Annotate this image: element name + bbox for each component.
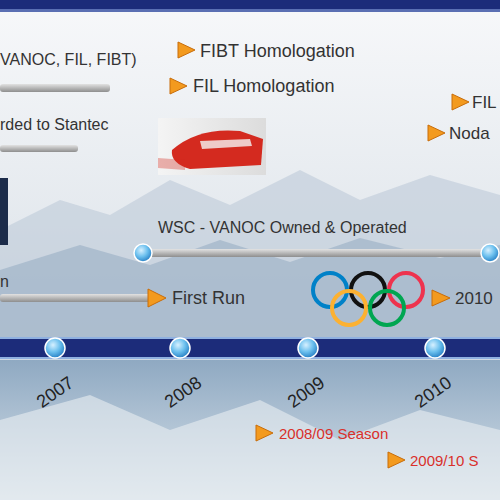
event-label: First Run	[172, 289, 245, 307]
olympic-ring	[351, 273, 385, 307]
bobsled-stripe	[200, 139, 252, 149]
year-dot	[170, 338, 190, 358]
year-dot	[425, 338, 445, 358]
milestone-dot	[134, 244, 152, 262]
event-marker	[432, 290, 450, 306]
event-label: n	[0, 274, 9, 290]
milestone-dot	[481, 244, 499, 262]
year-dot	[298, 338, 318, 358]
duration-bar	[0, 145, 78, 152]
timeline-axis	[0, 339, 500, 357]
cropped-block	[0, 178, 8, 245]
olympic-ring	[332, 291, 366, 325]
season-label: 2009/10 S	[410, 453, 478, 468]
season-label: 2008/09 Season	[279, 426, 388, 441]
event-label: FIBT Homologation	[200, 42, 355, 60]
bobsled-photo	[158, 118, 266, 175]
olympic-ring	[313, 273, 347, 307]
bobsled-blur	[158, 158, 185, 170]
timeline-edge	[0, 357, 500, 359]
event-label: 2010	[455, 290, 493, 307]
event-marker	[428, 125, 445, 141]
olympic-ring	[389, 273, 423, 307]
timeline-edge	[0, 337, 500, 339]
event-label: Noda	[449, 125, 490, 142]
event-marker	[388, 452, 405, 468]
duration-bar	[0, 294, 150, 302]
top-frame	[0, 0, 500, 9]
event-marker	[452, 94, 469, 110]
bobsled-body	[172, 130, 263, 169]
top-frame-edge	[0, 9, 500, 12]
mountain-range	[0, 170, 500, 340]
year-dot	[45, 338, 65, 358]
snow-slope	[0, 395, 500, 500]
valley-backdrop	[0, 360, 500, 500]
event-marker	[178, 42, 195, 58]
event-marker	[148, 289, 166, 307]
event-label: FIL Homologation	[193, 77, 334, 95]
duration-bar	[143, 249, 490, 257]
event-marker	[170, 78, 187, 94]
event-marker	[256, 425, 273, 441]
event-label: VANOC, FIL, FIBT)	[0, 52, 137, 68]
olympic-ring	[370, 291, 404, 325]
mountain-range-near	[0, 238, 500, 340]
event-label: FIL	[472, 94, 497, 111]
period-label: WSC - VANOC Owned & Operated	[158, 220, 407, 236]
duration-bar	[0, 84, 110, 92]
event-label: rded to Stantec	[0, 117, 109, 133]
